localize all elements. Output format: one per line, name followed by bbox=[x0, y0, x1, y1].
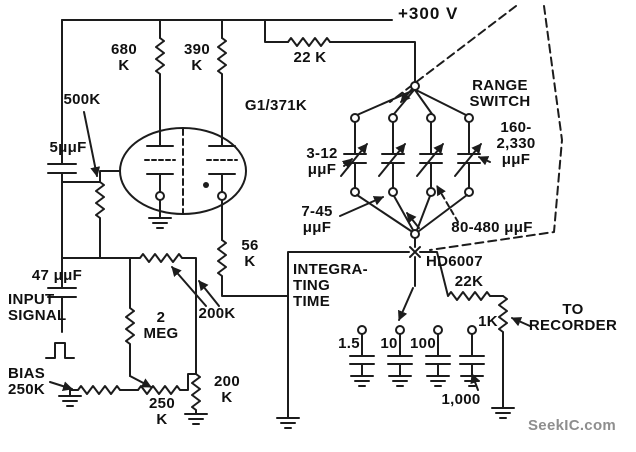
label-integrating-time: INTEGRA- TING TIME bbox=[293, 261, 368, 310]
label-resistor-200k-bottom: 200 K bbox=[214, 373, 240, 406]
label-hd6007: HD6007 bbox=[426, 253, 483, 270]
potentiometer-250k bbox=[137, 373, 197, 395]
pulse-waveform-icon bbox=[45, 342, 75, 359]
resistor-200k-bottom bbox=[191, 373, 201, 415]
resistor-22k-output bbox=[419, 251, 504, 301]
range-switch-wiper-bottom bbox=[356, 194, 468, 248]
resistor-500k bbox=[61, 170, 121, 259]
label-resistor-500k: 500K bbox=[63, 91, 101, 108]
ground-icon bbox=[491, 407, 515, 419]
watermark: SeekIC.com bbox=[528, 417, 617, 434]
label-bias-250k: BIAS 250K bbox=[8, 365, 46, 398]
label-resistor-56k: 56 K bbox=[241, 237, 259, 270]
ground-icon bbox=[58, 395, 82, 407]
variable-capacitor-160-2330 bbox=[455, 114, 481, 196]
label-supply-voltage: +300 V bbox=[398, 4, 459, 23]
label-input-signal: INPUT SIGNAL bbox=[8, 291, 67, 324]
label-capacitor-1-5: 1.5 bbox=[338, 335, 360, 352]
label-resistor-22k-output: 22K bbox=[454, 273, 484, 290]
ground-icon bbox=[184, 413, 208, 425]
capacitor-1000 bbox=[459, 325, 485, 387]
node-hd6007 bbox=[409, 246, 421, 258]
label-capacitor-3-12: 3-12 μμF bbox=[306, 145, 338, 178]
pointer-arrows bbox=[49, 88, 531, 392]
label-capacitor-7-45: 7-45 μμF bbox=[301, 203, 333, 236]
resistor-200k-grid bbox=[61, 253, 197, 375]
range-switch-wiper-top bbox=[356, 81, 467, 116]
resistor-680k bbox=[155, 37, 165, 147]
ground-icon bbox=[148, 217, 172, 229]
variable-capacitor-3-12 bbox=[341, 114, 367, 196]
label-resistor-2meg: 2 MEG bbox=[143, 309, 179, 342]
label-capacitor-5uuf: 5μμF bbox=[49, 139, 87, 156]
label-capacitor-10: 10 bbox=[380, 335, 398, 352]
label-capacitor-1000: 1,000 bbox=[441, 391, 481, 408]
ground-icon bbox=[276, 417, 300, 429]
label-resistor-22k-top: 22 K bbox=[293, 49, 327, 66]
label-capacitor-100: 100 bbox=[410, 335, 436, 352]
vacuum-tube bbox=[119, 127, 247, 241]
variable-capacitor-7-45 bbox=[379, 114, 405, 196]
label-capacitor-160-2330: 160- 2,330 μμF bbox=[496, 119, 536, 168]
label-potentiometer-1k: 1K bbox=[478, 313, 498, 330]
resistor-56k bbox=[217, 239, 289, 297]
wires-top-rail bbox=[61, 19, 416, 83]
variable-capacitor-80-480 bbox=[417, 114, 443, 196]
potentiometer-1k bbox=[498, 295, 508, 409]
wires-left-column bbox=[47, 19, 77, 333]
resistor-22k-top bbox=[287, 37, 331, 47]
label-resistor-390k: 390 K bbox=[184, 41, 210, 74]
label-range-switch: RANGE SWITCH bbox=[469, 77, 531, 110]
label-tube-type: G1/371K bbox=[244, 97, 308, 114]
label-potentiometer-250k: 250 K bbox=[149, 395, 175, 428]
label-capacitor-80-480: 80-480 μμF bbox=[451, 219, 533, 236]
label-resistor-200k-mid: 200K bbox=[198, 305, 236, 322]
wires-integrating-rail bbox=[287, 251, 416, 419]
label-capacitor-47uuf: 47 μμF bbox=[31, 267, 83, 284]
resistor-390k bbox=[217, 37, 227, 147]
potentiometer-bias-250k bbox=[69, 385, 139, 397]
resistor-2meg bbox=[125, 257, 135, 377]
label-to-recorder: TO RECORDER bbox=[528, 301, 618, 334]
label-resistor-680k: 680 K bbox=[111, 41, 137, 74]
